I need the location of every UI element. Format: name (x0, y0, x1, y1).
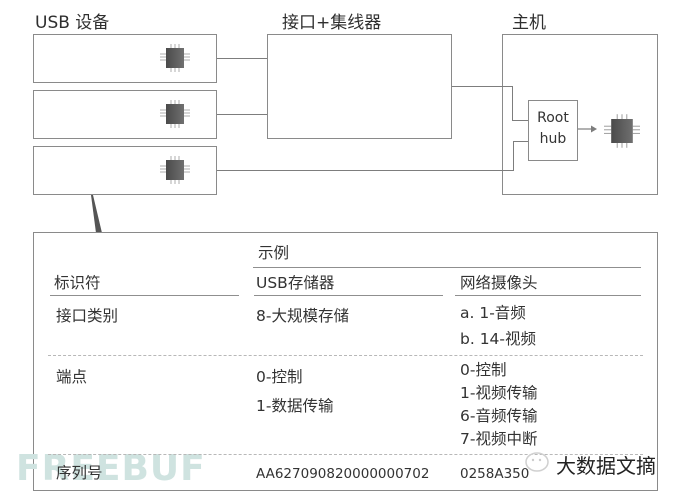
connector-device3-host (217, 170, 513, 171)
column-header-identifier: 标识符 (54, 274, 101, 292)
header-divider-usb-storage (254, 295, 443, 296)
callout-pointer (91, 195, 102, 233)
usb-device-box-3 (33, 146, 217, 195)
microchip-icon (160, 100, 190, 128)
wechat-icon (525, 452, 549, 472)
host-label: 主机 (512, 13, 546, 33)
row-serial-identifier: 序列号 (56, 464, 103, 482)
header-divider-identifier (50, 295, 239, 296)
identifier-table (33, 232, 658, 491)
row-interface-class-webcam-1: a. 1-音频 (460, 304, 526, 322)
connector-device3-host-vertical (513, 141, 514, 171)
connector-hub-roothub (512, 120, 528, 121)
bigdata-digest-watermark: 大数据文摘 (556, 454, 656, 478)
root-hub-label: Root hub (528, 108, 578, 150)
row-endpoint-webcam-1: 0-控制 (460, 361, 507, 379)
column-header-usb-storage: USB存储器 (256, 274, 335, 292)
connector-device2-hub (217, 114, 267, 115)
connector-device3-roothub (513, 141, 528, 142)
interface-hub-box (267, 34, 452, 139)
usb-device-box-1 (33, 34, 217, 83)
row-interface-class-usb-storage: 8-大规模存储 (256, 307, 349, 325)
row-endpoint-usb-storage-2: 1-数据传输 (256, 397, 334, 415)
row-endpoint-webcam-2: 1-视频传输 (460, 384, 538, 402)
microchip-icon (160, 156, 190, 184)
microchip-icon (604, 114, 640, 148)
connector-hub-host-vertical (512, 86, 513, 120)
row-divider-1 (48, 355, 643, 356)
row-endpoint-webcam-4: 7-视频中断 (460, 430, 538, 448)
usb-devices-label: USB 设备 (35, 13, 110, 33)
interface-hub-label: 接口+集线器 (282, 13, 382, 33)
root-hub-label-line2: hub (539, 131, 567, 147)
row-serial-usb-storage: AA627090820000000702 (256, 466, 430, 482)
connector-hub-host (452, 86, 512, 87)
root-hub-box (528, 100, 578, 161)
row-serial-webcam: 0258A350 (460, 466, 530, 482)
row-endpoint-webcam-3: 6-音频传输 (460, 407, 538, 425)
microchip-icon (160, 44, 190, 72)
root-hub-label-line1: Root (537, 110, 569, 126)
row-interface-class-webcam-2: b. 14-视频 (460, 330, 537, 348)
column-header-webcam: 网络摄像头 (460, 274, 538, 292)
row-endpoint-usb-storage-1: 0-控制 (256, 368, 303, 386)
row-interface-class-identifier: 接口类别 (56, 307, 119, 325)
row-endpoint-identifier: 端点 (56, 368, 88, 386)
row-divider-2 (48, 454, 643, 455)
connector-device1-hub (217, 58, 267, 59)
arrow-right-icon (578, 125, 597, 133)
usb-device-box-2 (33, 90, 217, 139)
header-divider-webcam (455, 295, 641, 296)
group-header-divider (253, 267, 641, 268)
table-group-header-examples: 示例 (258, 244, 290, 262)
